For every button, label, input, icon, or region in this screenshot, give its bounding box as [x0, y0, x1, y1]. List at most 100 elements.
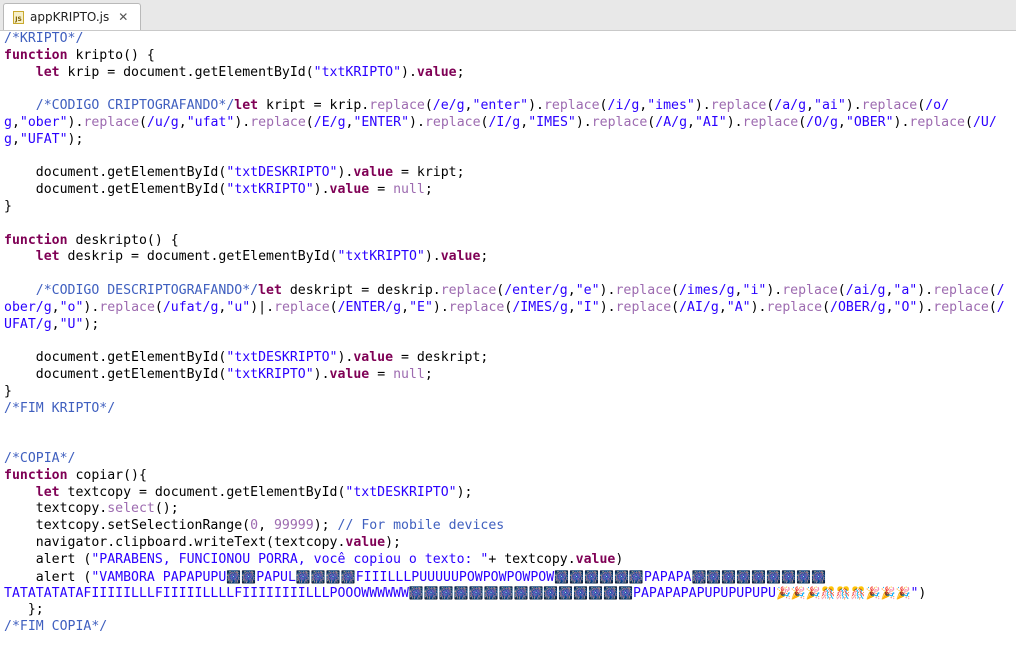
code-text: , [567, 282, 576, 298]
code-line[interactable]: let krip = document.getElementById("txtK… [4, 65, 1016, 82]
code-text: ( [837, 282, 846, 298]
code-line[interactable]: /*COPIA*/ [4, 451, 1016, 468]
code-property: value [329, 182, 370, 198]
code-text: textcopy = document.getElementById( [59, 484, 346, 500]
code-comment: /*CODIGO CRIPTOGRAFANDO*/ [35, 98, 235, 114]
code-string: FIIILLLPUUUUUPOWPOWPOWPOW [355, 569, 555, 585]
code-line[interactable]: alert ("VAMBORA PAPAPUPU🎆🎆PAPUL🎆🎆🎆🎆FIIIL… [4, 569, 1016, 586]
code-string: /IMES/g [512, 299, 568, 315]
code-line[interactable] [4, 417, 1016, 434]
code-string: "a" [893, 282, 918, 298]
code-line[interactable]: /*KRIPTO*/ [4, 31, 1016, 48]
code-line[interactable]: document.getElementById("txtKRIPTO").val… [4, 182, 1016, 199]
code-string: /a/g [774, 98, 807, 114]
code-line[interactable] [4, 434, 1016, 451]
code-text: ). [409, 114, 425, 130]
code-string: /AI/g [679, 299, 719, 315]
code-string: "ufat" [186, 114, 235, 130]
code-text: ). [917, 282, 934, 298]
code-text: ). [401, 64, 417, 80]
code-text: ). [694, 98, 711, 114]
code-line[interactable]: document.getElementById("txtKRIPTO").val… [4, 367, 1016, 384]
code-line[interactable] [4, 266, 1016, 283]
code-text: ( [988, 282, 997, 298]
code-line[interactable]: function copiar(){ [4, 468, 1016, 485]
code-text: , [258, 518, 274, 534]
code-line[interactable]: /*CODIGO CRIPTOGRAFANDO*/let kript = kri… [4, 98, 1016, 115]
code-text: ); [67, 131, 84, 147]
code-line[interactable]: textcopy.setSelectionRange(0, 99999); //… [4, 518, 1016, 535]
code-text: = [369, 366, 394, 382]
code-line[interactable]: navigator.clipboard.writeText(textcopy.v… [4, 535, 1016, 552]
code-string: "txtDESKRIPTO" [226, 165, 338, 181]
code-text: ( [798, 114, 807, 130]
code-editor[interactable]: /*KRIPTO*/function kripto() { let krip =… [0, 31, 1016, 662]
code-line[interactable]: document.getElementById("txtDESKRIPTO").… [4, 350, 1016, 367]
code-line[interactable]: function deskripto() { [4, 233, 1016, 250]
text-caret: | [258, 299, 267, 315]
editor-tab-bar: JS appKRIPTO.js ✕ [0, 0, 1016, 31]
code-literal: 99999 [273, 518, 314, 534]
code-text: ( [496, 282, 505, 298]
code-string: "IMES" [528, 114, 576, 130]
code-emoji: 🎆🎆 [226, 569, 257, 584]
code-string: PAPUL [256, 569, 296, 585]
code-line[interactable]: document.getElementById("txtDESKRIPTO").… [4, 165, 1016, 182]
tab-appkripto[interactable]: JS appKRIPTO.js ✕ [3, 3, 141, 30]
code-method: replace [782, 282, 838, 298]
code-line[interactable]: UFAT/g,"U"); [4, 317, 1016, 334]
code-string: "u" [226, 299, 251, 315]
javascript-file-icon: JS [13, 10, 24, 24]
code-emoji: 🎉🎉🎉🎊🎊🎊🎉🎉🎉 [775, 586, 911, 601]
code-line[interactable]: g,"ober").replace(/u/g,"ufat").replace(/… [4, 115, 1016, 132]
code-property: value [345, 534, 386, 550]
code-method: replace [543, 98, 600, 114]
code-text: ). [313, 182, 330, 198]
code-string: "txtKRIPTO" [337, 249, 425, 265]
code-method: replace [274, 299, 330, 315]
code-text: , [520, 114, 529, 130]
code-area[interactable]: /*KRIPTO*/function kripto() { let krip =… [0, 31, 1016, 636]
code-line[interactable]: } [4, 384, 1016, 401]
code-string: "ober" [19, 114, 68, 130]
code-line[interactable]: textcopy.select(); [4, 501, 1016, 518]
code-line[interactable]: function kripto() { [4, 48, 1016, 65]
code-text: , [345, 114, 354, 130]
code-text: ( [504, 299, 513, 315]
code-line[interactable] [4, 81, 1016, 98]
code-text: , [718, 299, 727, 315]
code-line[interactable]: ober/g,"o").replace(/ufat/g,"u")|.replac… [4, 300, 1016, 317]
code-line[interactable] [4, 149, 1016, 166]
code-text: } [4, 198, 12, 214]
close-tab-icon[interactable]: ✕ [118, 10, 129, 24]
code-string: TATATATATAFIIIIILLLFIIIIILLLLFIIIIIIIILL… [4, 586, 409, 602]
code-line[interactable]: /*FIM KRIPTO*/ [4, 401, 1016, 418]
code-line[interactable] [4, 216, 1016, 233]
code-text: , [567, 299, 576, 315]
code-text: ) [615, 551, 624, 567]
code-string: "E" [409, 299, 433, 315]
code-line[interactable]: let deskrip = document.getElementById("t… [4, 249, 1016, 266]
code-property: value [575, 551, 616, 567]
code-line[interactable]: TATATATATAFIIIIILLLFIIIIILLLLFIIIIIIIILL… [4, 585, 1016, 602]
code-text: , [885, 299, 894, 315]
code-string: "U" [59, 316, 84, 332]
code-line[interactable] [4, 333, 1016, 350]
tab-title: appKRIPTO.js [30, 10, 110, 24]
code-text [4, 98, 36, 113]
code-line[interactable]: /*FIM COPIA*/ [4, 619, 1016, 636]
code-line[interactable]: }; [4, 602, 1016, 619]
code-comment: /*CODIGO DESCRIPTOGRAFANDO*/ [35, 282, 259, 298]
code-text: deskript = deskrip. [281, 282, 441, 298]
code-comment: // For mobile devices [337, 518, 505, 534]
code-text: , [11, 114, 20, 130]
code-line[interactable]: let textcopy = document.getElementById("… [4, 485, 1016, 502]
code-string: /ai/g [845, 282, 886, 298]
code-text: = [369, 182, 394, 198]
code-text: ) [250, 299, 259, 315]
code-line[interactable]: alert ("PARABENS, FUNCIONOU PORRA, você … [4, 552, 1016, 569]
code-line[interactable]: } [4, 199, 1016, 216]
code-line[interactable]: g,"UFAT"); [4, 132, 1016, 149]
code-line[interactable]: /*CODIGO DESCRIPTOGRAFANDO*/let deskript… [4, 283, 1016, 300]
code-text: document.getElementById( [4, 182, 227, 198]
